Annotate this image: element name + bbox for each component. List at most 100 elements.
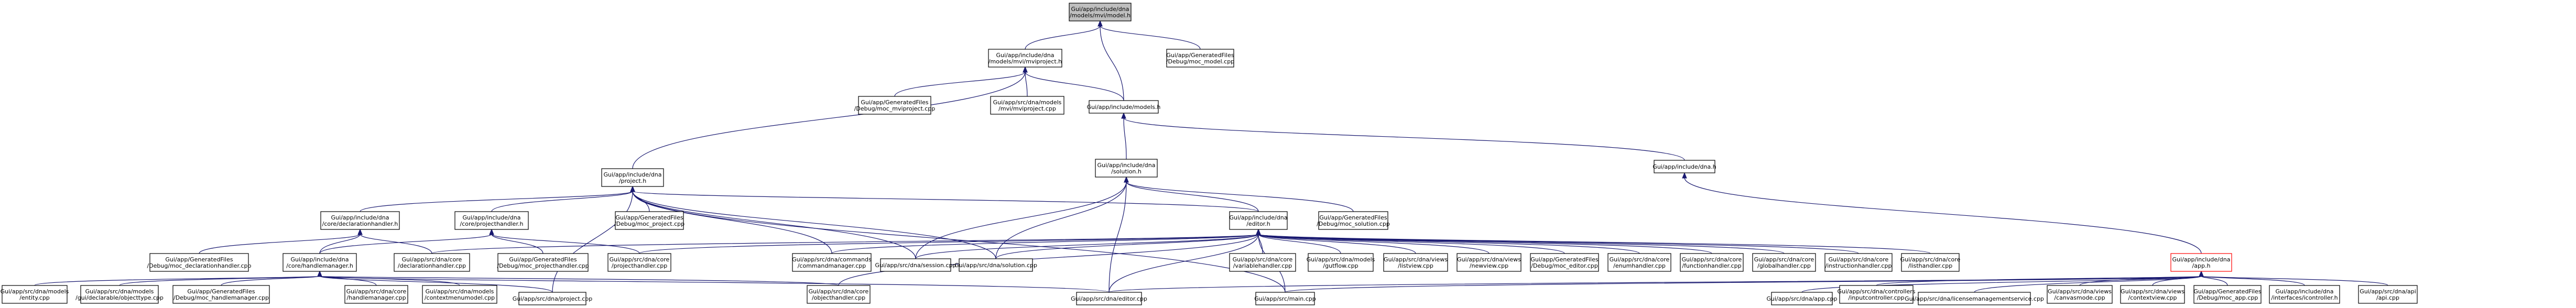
include-edge [1108,176,1129,293]
handlemanager-h-node[interactable]: Gui/app/include/dna/core/handlemanager.h [282,253,357,272]
moc-model-node[interactable]: Gui/app/GeneratedFiles/Debug/moc_model.c… [1166,49,1234,68]
dna-h-node[interactable]: Gui/app/include/dna.h [1653,160,1716,173]
moc-declarationhandler-node[interactable]: Gui/app/GeneratedFiles/Debug/moc_declara… [147,253,252,272]
declarationhandler-h-node[interactable]: Gui/app/include/dna/core/declarationhand… [320,211,400,230]
contextview-cpp-node[interactable]: Gui/app/src/dna/views/contextview.cpp [2120,285,2185,304]
solution-cpp-node[interactable]: Gui/app/src/dna/solution.cpp [954,258,1037,272]
node-label: /project.h [619,178,646,184]
newview-cpp-node[interactable]: Gui/app/src/dna/views/newview.cpp [1457,253,1521,272]
project-h-node[interactable]: Gui/app/include/dna/project.h [601,168,664,187]
declarationhandler-cpp-node[interactable]: Gui/app/src/dna/core/declarationhandler.… [394,253,470,272]
gutflow-cpp-node[interactable]: Gui/app/src/dna/models/gutflow.cpp [1307,253,1375,272]
licensemanagementservice-cpp-node[interactable]: Gui/app/src/dna/licensemanagementservice… [1905,292,2044,305]
node-box [1069,3,1132,21]
canvasmode-cpp-node[interactable]: Gui/app/src/dna/views/canvasmode.cpp [2047,285,2113,304]
node-label: /variablehandler.cpp [1233,262,1292,269]
node-label: /core/declarationhandler.h [322,221,398,227]
editor-h-node[interactable]: Gui/app/include/dna/editor.h [1229,211,1288,230]
node-label: Gui/app/src/dna/views [1384,256,1448,263]
node-label: Gui/app/src/dna/licensemanagementservice… [1905,295,2044,302]
instructionhandler-cpp-node[interactable]: Gui/app/src/dna/core/instructionhandler.… [1824,253,1893,272]
projecthandler-h-node[interactable]: Gui/app/include/dna/core/projecthandler.… [454,211,529,230]
editor-cpp-node[interactable]: Gui/app/src/dna/editor.cpp [1071,292,1147,305]
node-box [1457,253,1521,272]
node-box [1901,253,1960,272]
moc-editor-node[interactable]: Gui/app/GeneratedFiles/Debug/moc_editor.… [1530,253,1599,272]
node-box [149,253,249,272]
inputcontroller-cpp-node[interactable]: Gui/app/src/dna/controllers/inputcontrol… [1837,285,1916,304]
node-label: Gui/app/include/dna [2172,256,2231,263]
listview-cpp-node[interactable]: Gui/app/src/dna/views/listview.cpp [1383,253,1448,272]
node-label: Gui/app/GeneratedFiles [165,256,233,263]
node-label: Gui/app/include/dna [1097,162,1156,169]
moc-projecthandler-node[interactable]: Gui/app/GeneratedFiles/Debug/moc_project… [497,253,589,272]
node-label: /app.h [2192,262,2211,269]
node-label: Gui/app/src/dna/models [1,288,69,295]
objecttype-cpp-node[interactable]: Gui/app/src/dna/models/gui/declarable/ob… [75,285,164,304]
node-label: /Debug/moc_mviproject.cpp [854,105,936,112]
objecthandler-cpp-node[interactable]: Gui/app/src/dna/core/objecthandler.cpp [807,285,871,304]
node-label: /models/mvi/mviproject.h [988,58,1062,65]
projecthandler-cpp-node[interactable]: Gui/app/src/dna/core/projecthandler.cpp [607,253,671,272]
node-label: /Debug/moc_app.cpp [2197,294,2258,301]
node-label: Gui/app/src/dna/core [402,256,462,263]
node-label: Gui/app/src/dna/core [346,288,407,295]
project-cpp-node[interactable]: Gui/app/src/dna/project.cpp [513,292,593,305]
solution-h-node[interactable]: Gui/app/include/dna/solution.h [1095,159,1158,178]
node-label: Gui/app/include/dna [996,52,1055,59]
include-edge [489,228,544,254]
node-label: /core/projecthandler.h [460,221,524,227]
icontroller-h-node[interactable]: Gui/app/include/dna/interfaces/icontroll… [2269,285,2340,304]
include-edge [894,66,1028,97]
mviproject-cpp-node[interactable]: Gui/app/src/dna/models/mvi/mviproject.cp… [990,96,1064,115]
node-box [607,253,671,272]
node-box [2120,285,2185,304]
globalhandler-cpp-node[interactable]: Gui/app/src/dna/core/globalhandler.cpp [1752,253,1816,272]
commandmanager-cpp-node[interactable]: Gui/app/src/dna/commands/commandmanager.… [792,253,872,272]
node-label: /listhandler.cpp [1908,262,1952,269]
node-box [497,253,589,272]
node-label: /contextmenumodel.cpp [425,294,495,301]
node-label: Gui/app/GeneratedFiles [861,99,928,106]
include-edge [838,228,1261,286]
include-edge [2199,270,2388,286]
node-label: /canvasmode.cpp [2054,294,2105,301]
node-box [1166,49,1234,68]
node-label: /Debug/moc_solution.cpp [1317,221,1390,227]
variablehandler-cpp-node[interactable]: Gui/app/src/dna/core/variablehandler.cpp [1229,253,1296,272]
include-edge [1121,112,1127,160]
node-box [2193,285,2262,304]
contextmenumodel-cpp-node[interactable]: Gui/app/src/dna/models/contextmenumodel.… [422,285,497,304]
moc-project-node[interactable]: Gui/app/GeneratedFiles/Debug/moc_project… [614,211,684,230]
main-cpp-node[interactable]: Gui/app/src/main.cpp [1254,292,1316,305]
listhandler-cpp-node[interactable]: Gui/app/src/dna/core/listhandler.cpp [1900,253,1961,272]
node-label: Gui/app/src/dna/editor.cpp [1071,295,1147,302]
node-box [2170,253,2232,272]
enumhandler-cpp-node[interactable]: Gui/app/src/dna/core/enumhandler.cpp [1607,253,1671,272]
app-cpp-node[interactable]: Gui/app/src/dna/app.cpp [1766,292,1838,305]
include-edge [199,228,363,254]
node-box [858,96,931,115]
app-h-node[interactable]: Gui/app/include/dna/app.h [2170,253,2232,272]
moc-mviproject-node[interactable]: Gui/app/GeneratedFiles/Debug/moc_mviproj… [854,96,936,115]
node-box [320,211,400,230]
functionhandler-cpp-node[interactable]: Gui/app/src/dna/core/functionhandler.cpp [1680,253,1744,272]
moc-handlemanager-node[interactable]: Gui/app/GeneratedFiles/Debug/moc_handlem… [172,285,270,304]
mvi-project-h-node[interactable]: Gui/app/include/dna/models/mvi/mviprojec… [988,49,1062,68]
node-label: /contextview.cpp [2128,294,2177,301]
node-label: Gui/app/src/dna/core [809,288,869,295]
moc-app-node[interactable]: Gui/app/GeneratedFiles/Debug/moc_app.cpp [2193,285,2262,304]
models-h-node[interactable]: Gui/app/include/models.h [1087,100,1161,114]
include-edge [630,185,996,259]
include-edge [630,185,1259,212]
include-edge [630,185,1286,293]
mvi-model-h-node[interactable]: Gui/app/include/dna/models/mvi/model.h [1069,3,1132,21]
entity-cpp-node[interactable]: Gui/app/src/dna/models/entity.cpp [1,285,69,304]
moc-solution-node[interactable]: Gui/app/GeneratedFiles/Debug/moc_solutio… [1317,211,1390,230]
session-cpp-node[interactable]: Gui/app/src/dna/session.cpp [875,258,957,272]
api-cpp-node[interactable]: Gui/app/src/dna/api/api.cpp [2358,285,2418,304]
node-label: /handlemanager.cpp [346,294,406,301]
node-label: /Debug/moc_editor.cpp [1531,262,1597,269]
node-label: Gui/app/GeneratedFiles [187,288,255,295]
handlemanager-cpp-node[interactable]: Gui/app/src/dna/core/handlemanager.cpp [344,285,408,304]
